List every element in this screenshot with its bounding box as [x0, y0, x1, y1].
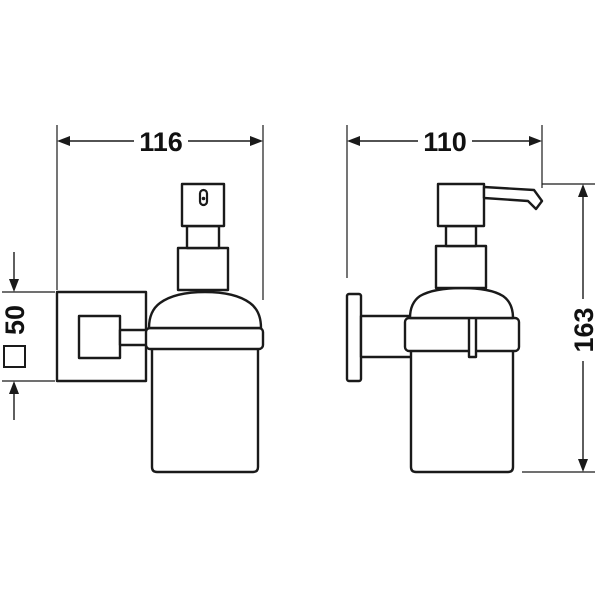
side-pump-stem: [444, 224, 478, 248]
side-arm-end: [467, 314, 478, 359]
dim-label-163: 163: [569, 307, 599, 352]
side-wall-plate: [345, 292, 363, 383]
front-view: [55, 182, 265, 474]
square-section-icon: [3, 345, 26, 368]
front-dome-cap: [147, 290, 263, 330]
side-pump-head: [436, 182, 486, 228]
dimension-front-width: 116: [56, 124, 264, 300]
front-pump-stem: [185, 224, 221, 250]
dimension-height: 163: [522, 183, 600, 473]
front-holder-ring: [144, 326, 265, 351]
dim-label-50: 50: [0, 305, 30, 335]
side-holder-ring: [403, 316, 521, 353]
side-glass-bottle: [409, 350, 515, 474]
dim-label-110: 110: [423, 127, 467, 157]
dimension-bracket-size: 50: [0, 252, 55, 420]
side-spout: [482, 185, 544, 211]
front-glass-bottle: [150, 350, 260, 474]
front-pump-neck: [176, 246, 230, 292]
side-pump-neck: [434, 244, 488, 290]
nozzle-icon: [198, 188, 209, 207]
dimension-side-width: 110: [346, 124, 543, 278]
front-plate-inner-square: [77, 314, 122, 360]
side-dome-cap: [408, 286, 515, 320]
front-arm-stub: [118, 328, 150, 347]
dim-label-116: 116: [139, 127, 183, 157]
side-view: [345, 182, 544, 474]
